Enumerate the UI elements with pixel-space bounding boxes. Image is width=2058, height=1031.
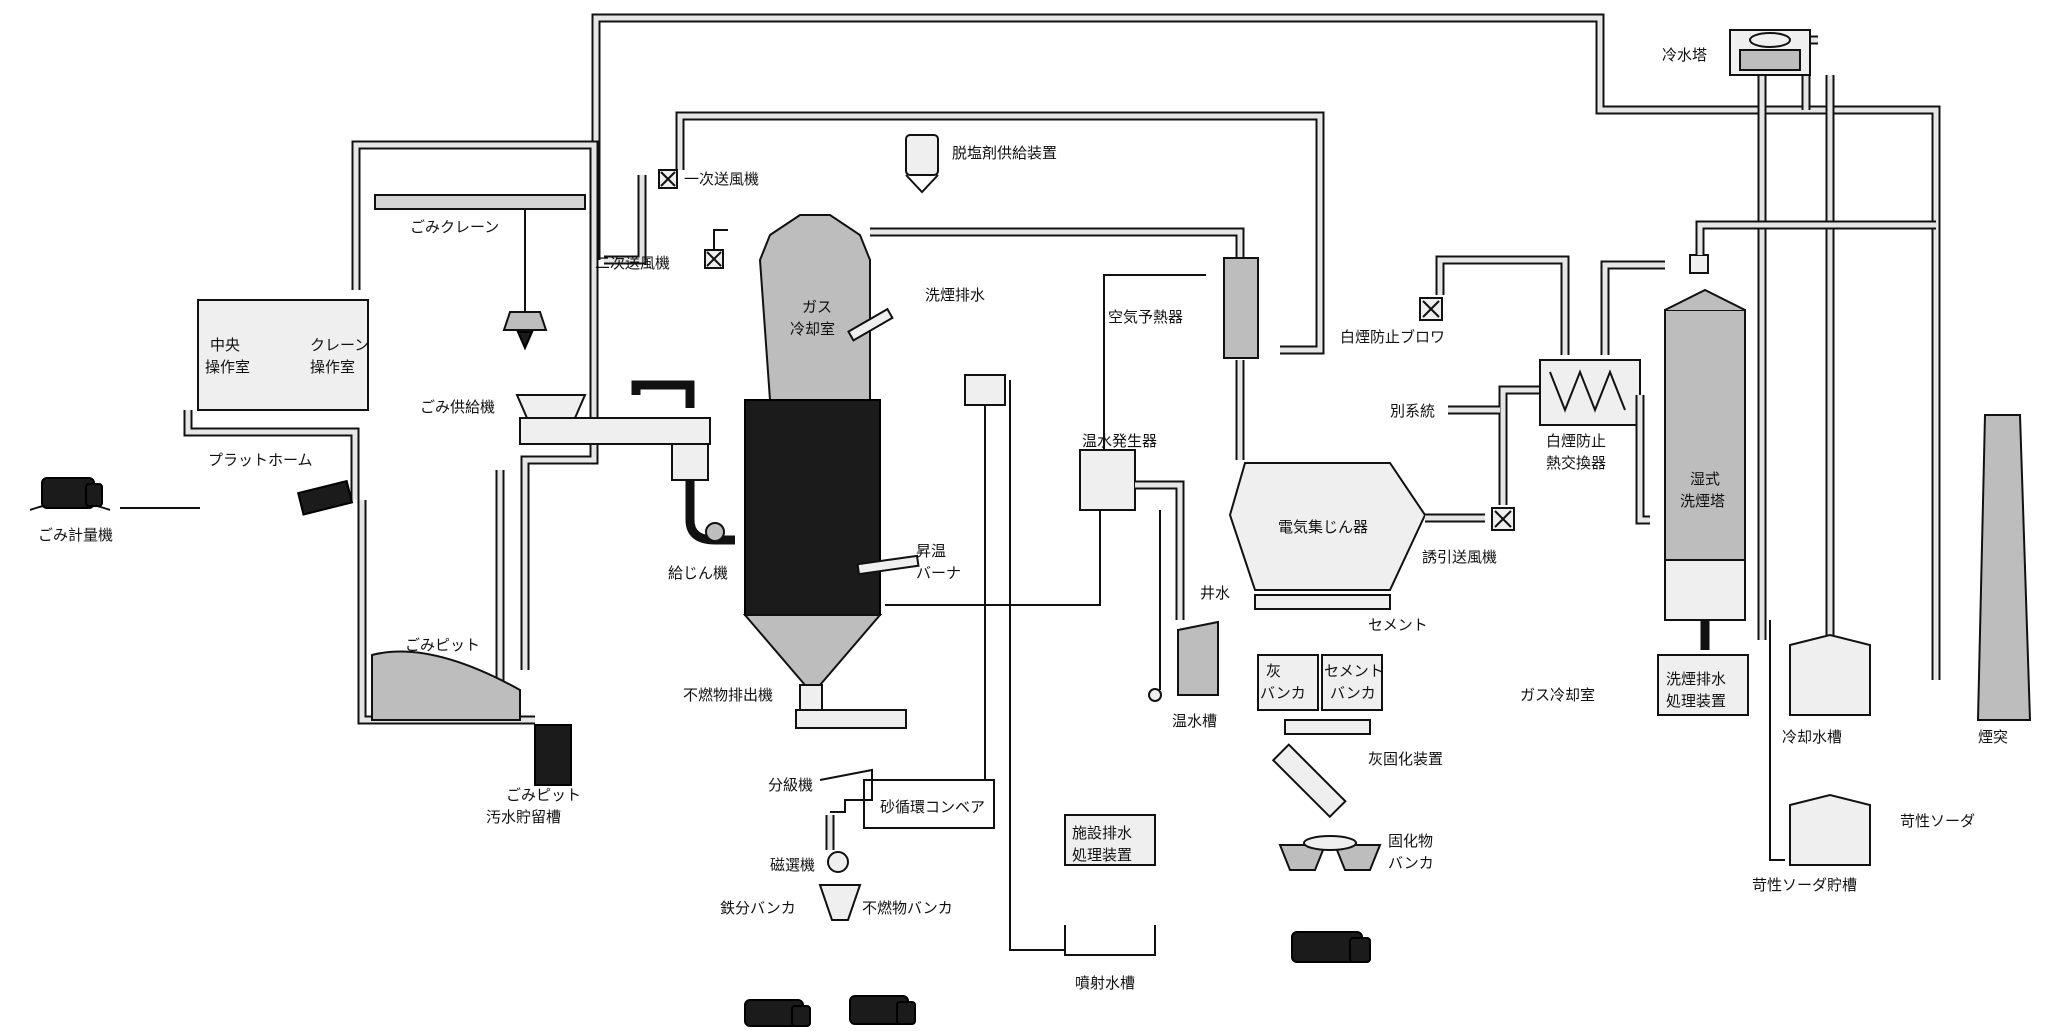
label-platform: プラットホーム: [208, 451, 313, 469]
label-wet-scrubber-2: 洗煙塔: [1680, 492, 1725, 510]
label-air-preheater: 空気予熱器: [1108, 308, 1183, 326]
label-refuse-feeder: ごみ供給機: [420, 398, 495, 416]
label-gas-cooling-1: ガス: [802, 298, 832, 316]
feed-pipe-dark: [636, 385, 690, 408]
crane-rail: [375, 195, 585, 209]
label-dust-feeder: 給じん機: [668, 564, 728, 582]
discharge-bunkers: [820, 885, 860, 920]
air-preheater: [1224, 258, 1258, 358]
hot-water-generator: [1080, 450, 1135, 510]
label-metal-bunker: 鉄分バンカ: [720, 899, 796, 917]
cooling-water-pipe: [1762, 40, 1830, 640]
label-desalting-feeder: 脱塩剤供給装置: [952, 144, 1057, 162]
wet-scrubber-tower: [1665, 290, 1745, 620]
label-wash-treatment-2: 処理装置: [1666, 692, 1726, 710]
label-noncomb-discharger: 不燃物排出機: [683, 686, 773, 704]
weigh-truck: [30, 478, 110, 510]
secondary-fan-symbol: [705, 250, 723, 268]
label-wash-treatment-1: 洗煙排水: [1666, 670, 1726, 688]
label-hot-water-generator: 温水発生器: [1082, 432, 1157, 450]
white-smoke-blower-symbol: [1420, 298, 1442, 320]
cooling-tower: [1730, 30, 1810, 75]
hopper: [517, 395, 585, 418]
pit-wastewater-tank: [535, 725, 571, 785]
label-ash-bunker-1: 灰: [1266, 662, 1281, 680]
label-spray-tank: 噴射水槽: [1075, 974, 1135, 992]
label-central-control-1: 中央: [210, 336, 240, 354]
flue-gas-duct: [870, 232, 1240, 260]
label-crane-room-1: クレーン: [310, 336, 369, 354]
label-plant-wastewater-1: 施設排水: [1072, 824, 1132, 842]
label-cooling-tower: 冷水塔: [1662, 46, 1707, 64]
feeder-box: [672, 444, 708, 480]
feeder-table: [520, 418, 710, 444]
ash-solidification-base: [1285, 720, 1370, 734]
crane-grab: [504, 312, 546, 348]
magnetic-separator: [828, 852, 848, 872]
label-start-burner-2: バーナ: [916, 564, 961, 582]
label-caustic-soda: 苛性ソーダ: [1900, 812, 1975, 830]
induced-draft-fan-symbol: [1492, 508, 1514, 530]
precipitator-hopper-base: [1255, 595, 1390, 609]
label-gas-cooling-2: 冷却室: [790, 320, 835, 338]
label-other-system: 別系統: [1390, 402, 1435, 420]
label-secondary-fan: 二次送風機: [595, 254, 670, 272]
label-cooling-water-tank: 冷却水槽: [1782, 728, 1842, 746]
non-combustible-discharger: [796, 710, 906, 728]
label-induced-draft-fan: 誘引送風機: [1422, 548, 1497, 566]
label-electrostatic-precipitator: 電気集じん器: [1278, 518, 1368, 536]
control-room-block: [198, 300, 368, 410]
label-solidified-2: バンカ: [1388, 854, 1434, 872]
label-solidified-1: 固化物: [1388, 832, 1433, 850]
label-cement-bunker-1: セメント: [1324, 662, 1384, 680]
label-weigh-scale: ごみ計量機: [38, 526, 113, 544]
label-plant-wastewater-2: 処理装置: [1072, 846, 1132, 864]
label-sand-conveyor: 砂循環コンベア: [880, 798, 985, 816]
label-reheater-1: 白煙防止: [1546, 432, 1606, 450]
stack: [1978, 415, 2030, 720]
label-magnetic-separator: 磁選機: [770, 856, 815, 874]
hot-water-tank: [1178, 622, 1218, 695]
label-caustic-soda-tank: 苛性ソーダ貯槽: [1752, 876, 1857, 894]
label-stack: 煙突: [1978, 728, 2008, 746]
label-crane-room-2: 操作室: [310, 358, 355, 376]
label-ash-bunker-2: バンカ: [1260, 684, 1306, 702]
cooling-water-tank: [1790, 635, 1870, 715]
metal-truck: [745, 1000, 810, 1026]
label-cement-bunker-2: バンカ: [1330, 684, 1376, 702]
label-noncomb-bunker: 不燃物バンカ: [862, 899, 953, 917]
desalting-feeder-symbol: [906, 135, 938, 192]
reheater-exchanger: [1540, 360, 1640, 425]
label-classifier: 分級機: [768, 776, 813, 794]
label-central-control-2: 操作室: [205, 358, 250, 376]
fluidized-bed-furnace: [745, 400, 880, 710]
label-white-smoke-blower: 白煙防止ブロワ: [1340, 328, 1445, 346]
sand-return-box: [965, 375, 1005, 405]
label-hot-water-tank: 温水槽: [1172, 712, 1217, 730]
label-primary-fan: 一次送風機: [684, 170, 759, 188]
scrubber-outlet: [1690, 255, 1708, 273]
label-well-water: 井水: [1200, 584, 1230, 602]
platform-truck: [298, 481, 352, 514]
caustic-soda-tank: [1790, 795, 1870, 865]
label-wet-scrubber-1: 湿式: [1690, 470, 1720, 488]
dust-feeder: [706, 523, 724, 541]
label-refuse-pit: ごみピット: [405, 636, 480, 654]
label-gas-cooling-out: ガス冷却室: [1520, 686, 1595, 704]
label-cement: セメント: [1368, 616, 1428, 634]
solidified-truck: [1292, 932, 1370, 962]
primary-fan-symbol: [659, 170, 677, 188]
label-refuse-crane: ごみクレーン: [410, 218, 499, 236]
label-start-burner-1: 昇温: [916, 542, 946, 560]
label-reheater-2: 熱交換器: [1546, 454, 1606, 472]
label-wash-drain: 洗煙排水: [925, 286, 985, 304]
residue-truck: [850, 996, 915, 1024]
ash-solidifier: [1273, 745, 1345, 817]
label-ash-solidifier: 灰固化装置: [1368, 750, 1443, 768]
label-pit-wastewater-1: ごみピット: [506, 786, 581, 804]
label-pit-wastewater-2: 汚水貯留槽: [486, 808, 561, 826]
spray-water-tank: [1065, 925, 1155, 955]
